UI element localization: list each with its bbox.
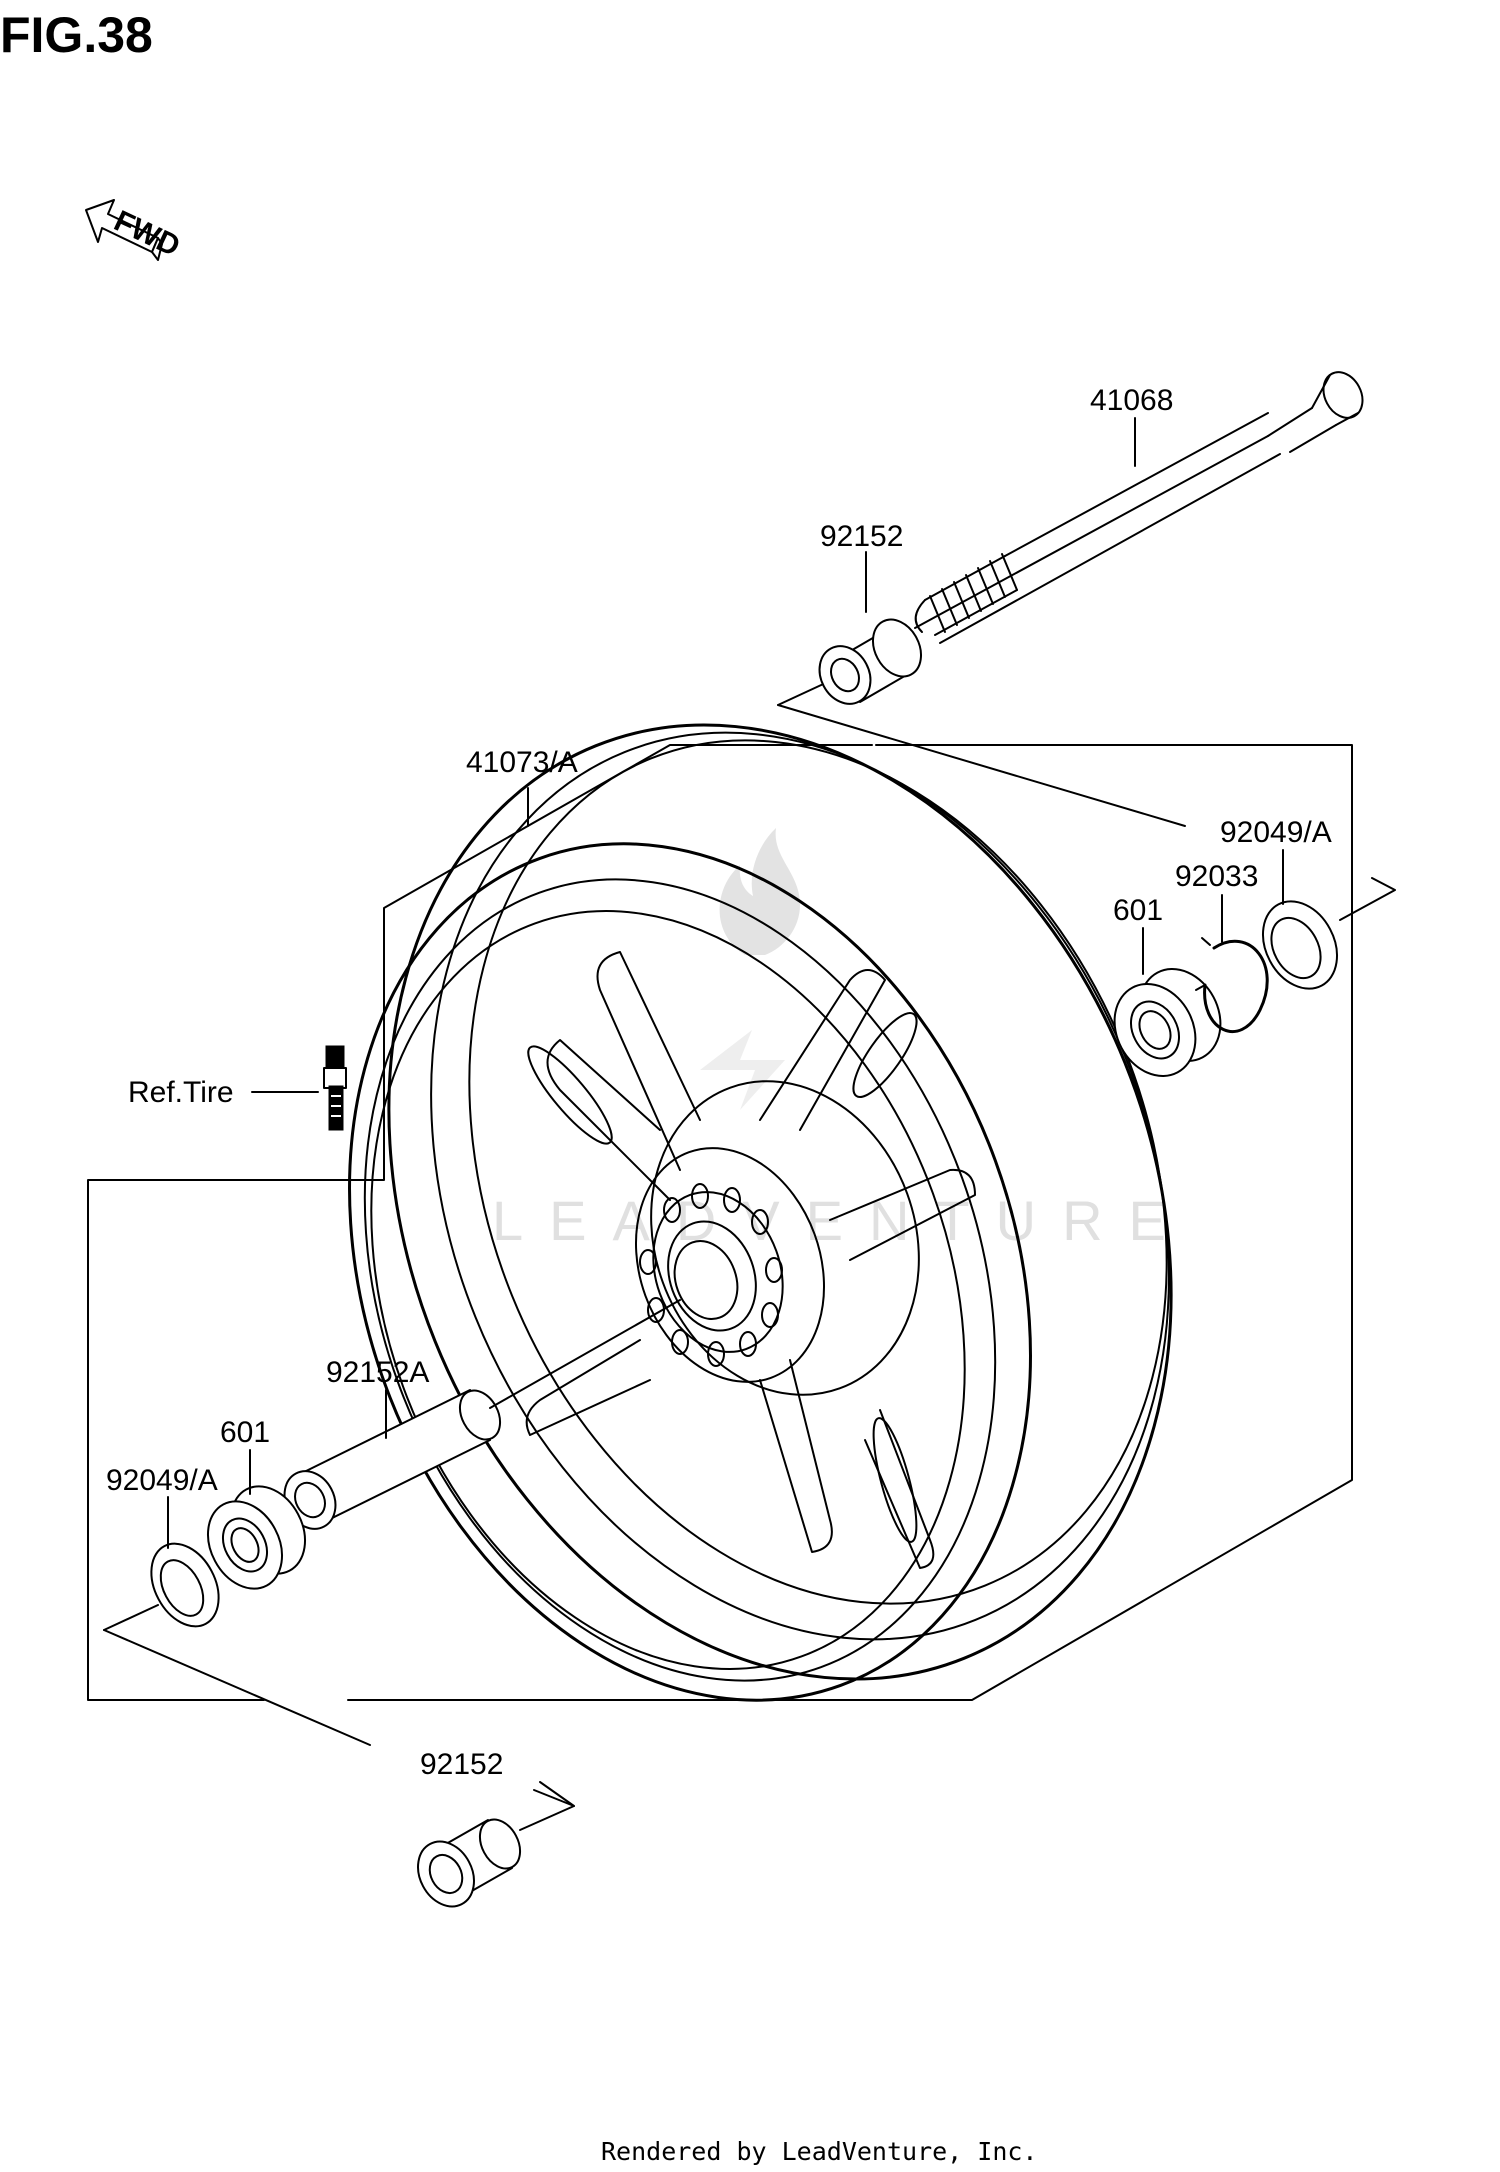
label-92152-bottom: 92152 xyxy=(420,1748,503,1781)
fwd-arrow-icon: FWD xyxy=(85,199,185,263)
collar-92152-bottom xyxy=(417,1818,522,1908)
axle-41068 xyxy=(914,371,1364,644)
bearing-601-left xyxy=(207,1485,306,1590)
label-41073: 41073/A xyxy=(466,746,578,779)
wheel-41073 xyxy=(348,723,1173,1702)
bearing-601-right xyxy=(1113,968,1222,1077)
label-ref-tire: Ref.Tire xyxy=(128,1076,234,1109)
valve-stem xyxy=(323,1045,347,1131)
label-601-right: 601 xyxy=(1113,894,1163,927)
label-92049-left: 92049/A xyxy=(106,1464,218,1497)
oil-seal-92049-right xyxy=(1262,900,1338,990)
fwd-label: FWD xyxy=(109,204,185,263)
label-92033: 92033 xyxy=(1175,860,1258,893)
label-601-left: 601 xyxy=(220,1416,270,1449)
label-92049-right: 92049/A xyxy=(1220,816,1332,849)
label-92152A: 92152A xyxy=(326,1356,429,1389)
collar-92152A xyxy=(283,1299,681,1530)
label-41068: 41068 xyxy=(1090,384,1173,417)
collar-92152-top xyxy=(818,618,922,705)
label-92152-top: 92152 xyxy=(820,520,903,553)
axle-thread xyxy=(924,553,1018,636)
hub-bolt-holes xyxy=(639,1183,783,1367)
watermark-text: LEADVENTURE xyxy=(492,1189,1192,1252)
circlip-92033 xyxy=(1195,937,1269,1033)
leader-lines xyxy=(167,417,1284,1549)
oil-seal-92049-left xyxy=(150,1542,220,1628)
footer-credit: Rendered by LeadVenture, Inc. xyxy=(601,2137,1038,2166)
watermark: LEADVENTURE xyxy=(492,828,1192,1252)
part-labels: 41068 92152 41073/A 92049/A 92033 601 Re… xyxy=(106,384,1332,1781)
figure-title: FIG.38 xyxy=(0,7,153,63)
